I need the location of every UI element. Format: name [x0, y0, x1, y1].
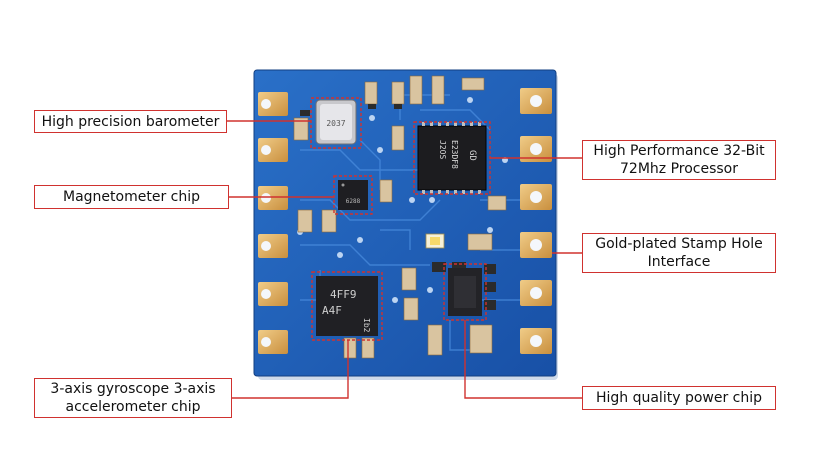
left-stamp-pads	[258, 92, 288, 354]
power-chip-callout: High quality power chip	[582, 386, 776, 410]
barometer-marking: 2037	[326, 119, 345, 128]
magnetometer-callout: Magnetometer chip	[34, 185, 229, 209]
mcu-logo: GD	[467, 150, 477, 161]
stamp-hole-callout: Gold-plated Stamp Hole Interface	[582, 233, 776, 273]
right-stamp-pads	[520, 88, 552, 354]
gyro-marking-3: Ib2	[362, 318, 371, 333]
mag-marking: 6288	[346, 198, 361, 205]
processor-chip: GD E23DF8 J2OS	[413, 121, 491, 195]
leader-lines	[226, 120, 582, 399]
processor-callout: High Performance 32-Bit 72Mhz Processor	[582, 140, 776, 180]
magnetometer-chip: 6288	[333, 175, 373, 215]
mcu-marking-2: J2OS	[438, 140, 447, 159]
power-chip	[443, 263, 487, 321]
barometer-callout: High precision barometer	[34, 110, 227, 133]
barometer-chip: 2037	[310, 97, 362, 149]
gyro-marking-1: 4FF9	[330, 288, 357, 301]
mcu-marking-1: E23DF8	[450, 140, 459, 169]
gyroscope-callout: 3-axis gyroscope 3-axis accelerometer ch…	[34, 378, 232, 418]
gyro-marking-2: A4F	[322, 304, 342, 317]
gyroscope-accelerometer-chip: 4FF9 A4F Ib2	[311, 271, 383, 341]
smd-components	[293, 75, 507, 359]
